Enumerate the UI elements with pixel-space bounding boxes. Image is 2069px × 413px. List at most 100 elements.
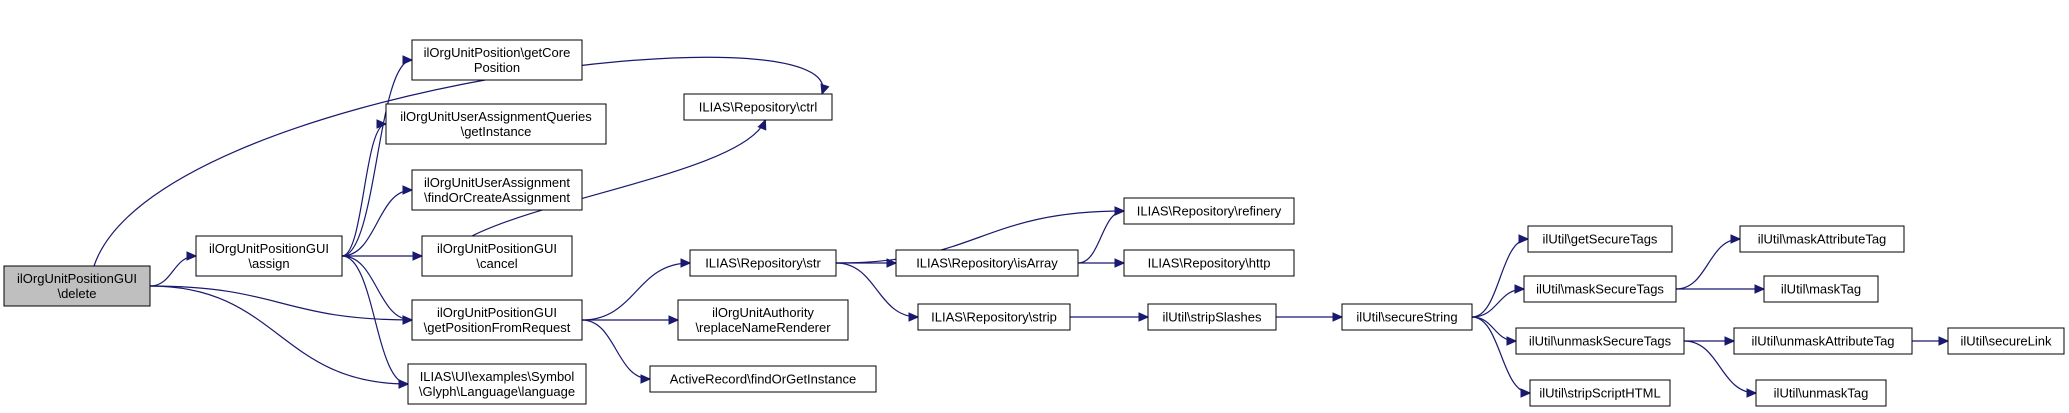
- node-label-line: ilOrgUnitAuthority: [712, 305, 814, 320]
- edge-is-array-to-http: [1078, 258, 1126, 268]
- node-unmask-attribute-tag[interactable]: ilUtil\unmaskAttributeTag: [1733, 327, 1913, 355]
- node-label-line: ilUtil\secureLink: [1960, 334, 2052, 349]
- node-label-line: ilOrgUnitPositionGUI: [437, 241, 557, 256]
- node-label-line: ilUtil\secureString: [1356, 310, 1457, 325]
- node-box: [411, 39, 583, 81]
- node-http[interactable]: ILIAS\Repository\http: [1123, 249, 1295, 277]
- node-box: [411, 169, 583, 211]
- edge-assign-to-get-instance: [341, 119, 388, 257]
- node-get-secure-tags[interactable]: ilUtil\getSecureTags: [1527, 225, 1673, 253]
- node-language[interactable]: ILIAS\UI\examples\Symbol\Glyph\Language\…: [407, 363, 587, 405]
- node-label-line: Position: [474, 60, 520, 75]
- edge-get-position-to-replace-name: [581, 315, 680, 325]
- edge-arrowhead: [1514, 284, 1526, 294]
- node-strip-slashes[interactable]: ilUtil\stripSlashes: [1147, 303, 1277, 331]
- node-label-line: ilOrgUnitPositionGUI: [17, 271, 137, 286]
- node-box: [1515, 327, 1685, 355]
- node-get-instance[interactable]: ilOrgUnitUserAssignmentQueries\getInstan…: [385, 103, 607, 145]
- edge-line: [341, 59, 413, 257]
- node-label-line: \Glyph\Language\language: [419, 384, 575, 399]
- node-label-line: \getPositionFromRequest: [424, 320, 571, 335]
- node-box: [3, 265, 151, 307]
- node-box: [895, 249, 1079, 277]
- node-assign[interactable]: ilOrgUnitPositionGUI\assign: [195, 235, 343, 277]
- node-refinery[interactable]: ILIAS\Repository\refinery: [1123, 197, 1295, 225]
- node-delete[interactable]: ilOrgUnitPositionGUI\delete: [3, 265, 151, 307]
- node-strip[interactable]: ILIAS\Repository\strip: [917, 303, 1071, 331]
- node-label-line: ILIAS\Repository\isArray: [916, 256, 1058, 271]
- node-box: [917, 303, 1071, 331]
- node-ctrl[interactable]: ILIAS\Repository\ctrl: [683, 93, 833, 121]
- node-box: [407, 363, 587, 405]
- edge-arrowhead: [186, 251, 198, 261]
- edge-arrowhead: [820, 83, 830, 96]
- edge-delete-to-ctrl: [93, 56, 830, 267]
- node-box: [1529, 379, 1671, 407]
- node-label-line: \cancel: [476, 256, 517, 271]
- edge-delete-to-assign: [149, 251, 198, 287]
- node-box: [1755, 379, 1887, 407]
- node-secure-string[interactable]: ilUtil\secureString: [1341, 303, 1473, 331]
- node-box: [1147, 303, 1277, 331]
- edge-arrowhead: [1332, 312, 1344, 322]
- edge-delete-to-get-position: [149, 285, 414, 325]
- edge-mask-secure-tags-to-mask-attribute-tag: [1675, 234, 1742, 290]
- edge-delete-to-language: [149, 285, 410, 389]
- node-box: [1123, 249, 1295, 277]
- node-mask-attribute-tag[interactable]: ilUtil\maskAttributeTag: [1739, 225, 1905, 253]
- edge-line: [341, 255, 413, 321]
- node-replace-name[interactable]: ilOrgUnitAuthority\replaceNameRenderer: [677, 299, 849, 341]
- edge-arrowhead: [757, 118, 767, 131]
- node-unmask-tag[interactable]: ilUtil\unmaskTag: [1755, 379, 1887, 407]
- edge-line: [1675, 238, 1741, 290]
- node-str[interactable]: ILIAS\Repository\str: [689, 249, 837, 277]
- edge-arrowhead: [1520, 388, 1532, 398]
- edge-arrowhead: [402, 55, 414, 65]
- node-box: [385, 103, 607, 145]
- edge-assign-to-find-or-create: [341, 185, 414, 257]
- node-mask-tag[interactable]: ilUtil\maskTag: [1763, 275, 1879, 303]
- edge-assign-to-get-position: [341, 255, 414, 325]
- node-find-or-get[interactable]: ActiveRecord\findOrGetInstance: [649, 365, 877, 393]
- edge-str-to-strip: [835, 262, 920, 322]
- edge-is-array-to-refinery: [1077, 206, 1126, 264]
- edge-line: [341, 255, 409, 385]
- edge-str-to-is-array: [836, 258, 898, 268]
- node-label-line: ilOrgUnitUserAssignmentQueries: [400, 109, 592, 124]
- edge-arrowhead: [398, 379, 410, 389]
- edge-line: [1077, 210, 1125, 264]
- edge-secure-string-to-mask-secure-tags: [1471, 284, 1526, 318]
- edge-line: [581, 262, 691, 321]
- node-secure-link[interactable]: ilUtil\secureLink: [1947, 327, 2065, 355]
- edge-arrowhead: [1730, 234, 1742, 244]
- edge-get-position-to-str: [581, 258, 692, 321]
- edge-arrowhead: [1938, 336, 1950, 346]
- edge-arrowhead: [402, 185, 414, 195]
- node-label-line: ILIAS\Repository\strip: [931, 310, 1057, 325]
- node-find-or-create[interactable]: ilOrgUnitUserAssignment\findOrCreateAssi…: [411, 169, 583, 211]
- edge-assign-to-cancel: [341, 251, 424, 261]
- edge-arrowhead: [1746, 388, 1758, 398]
- edge-line: [93, 56, 824, 267]
- node-unmask-secure-tags[interactable]: ilUtil\unmaskSecureTags: [1515, 327, 1685, 355]
- edge-line: [1683, 340, 1757, 394]
- edge-line: [1471, 288, 1525, 318]
- node-box: [195, 235, 343, 277]
- node-strip-script-h-t-m-l[interactable]: ilUtil\stripScriptHTML: [1529, 379, 1671, 407]
- edge-arrowhead: [640, 374, 652, 384]
- node-label-line: \findOrCreateAssignment: [424, 190, 570, 205]
- node-is-array[interactable]: ILIAS\Repository\isArray: [895, 249, 1079, 277]
- node-mask-secure-tags[interactable]: ilUtil\maskSecureTags: [1523, 275, 1677, 303]
- node-label-line: ilUtil\getSecureTags: [1543, 232, 1658, 247]
- node-get-position[interactable]: ilOrgUnitPositionGUI\getPositionFromRequ…: [411, 299, 583, 341]
- node-label-line: ActiveRecord\findOrGetInstance: [670, 372, 856, 387]
- edge-assign-to-language: [341, 255, 410, 389]
- node-label-line: ilUtil\unmaskSecureTags: [1529, 334, 1672, 349]
- node-box: [1947, 327, 2065, 355]
- edge-assign-to-get-core: [341, 55, 414, 257]
- edge-arrowhead: [908, 312, 920, 322]
- node-cancel[interactable]: ilOrgUnitPositionGUI\cancel: [421, 235, 573, 277]
- edge-line: [835, 210, 1125, 264]
